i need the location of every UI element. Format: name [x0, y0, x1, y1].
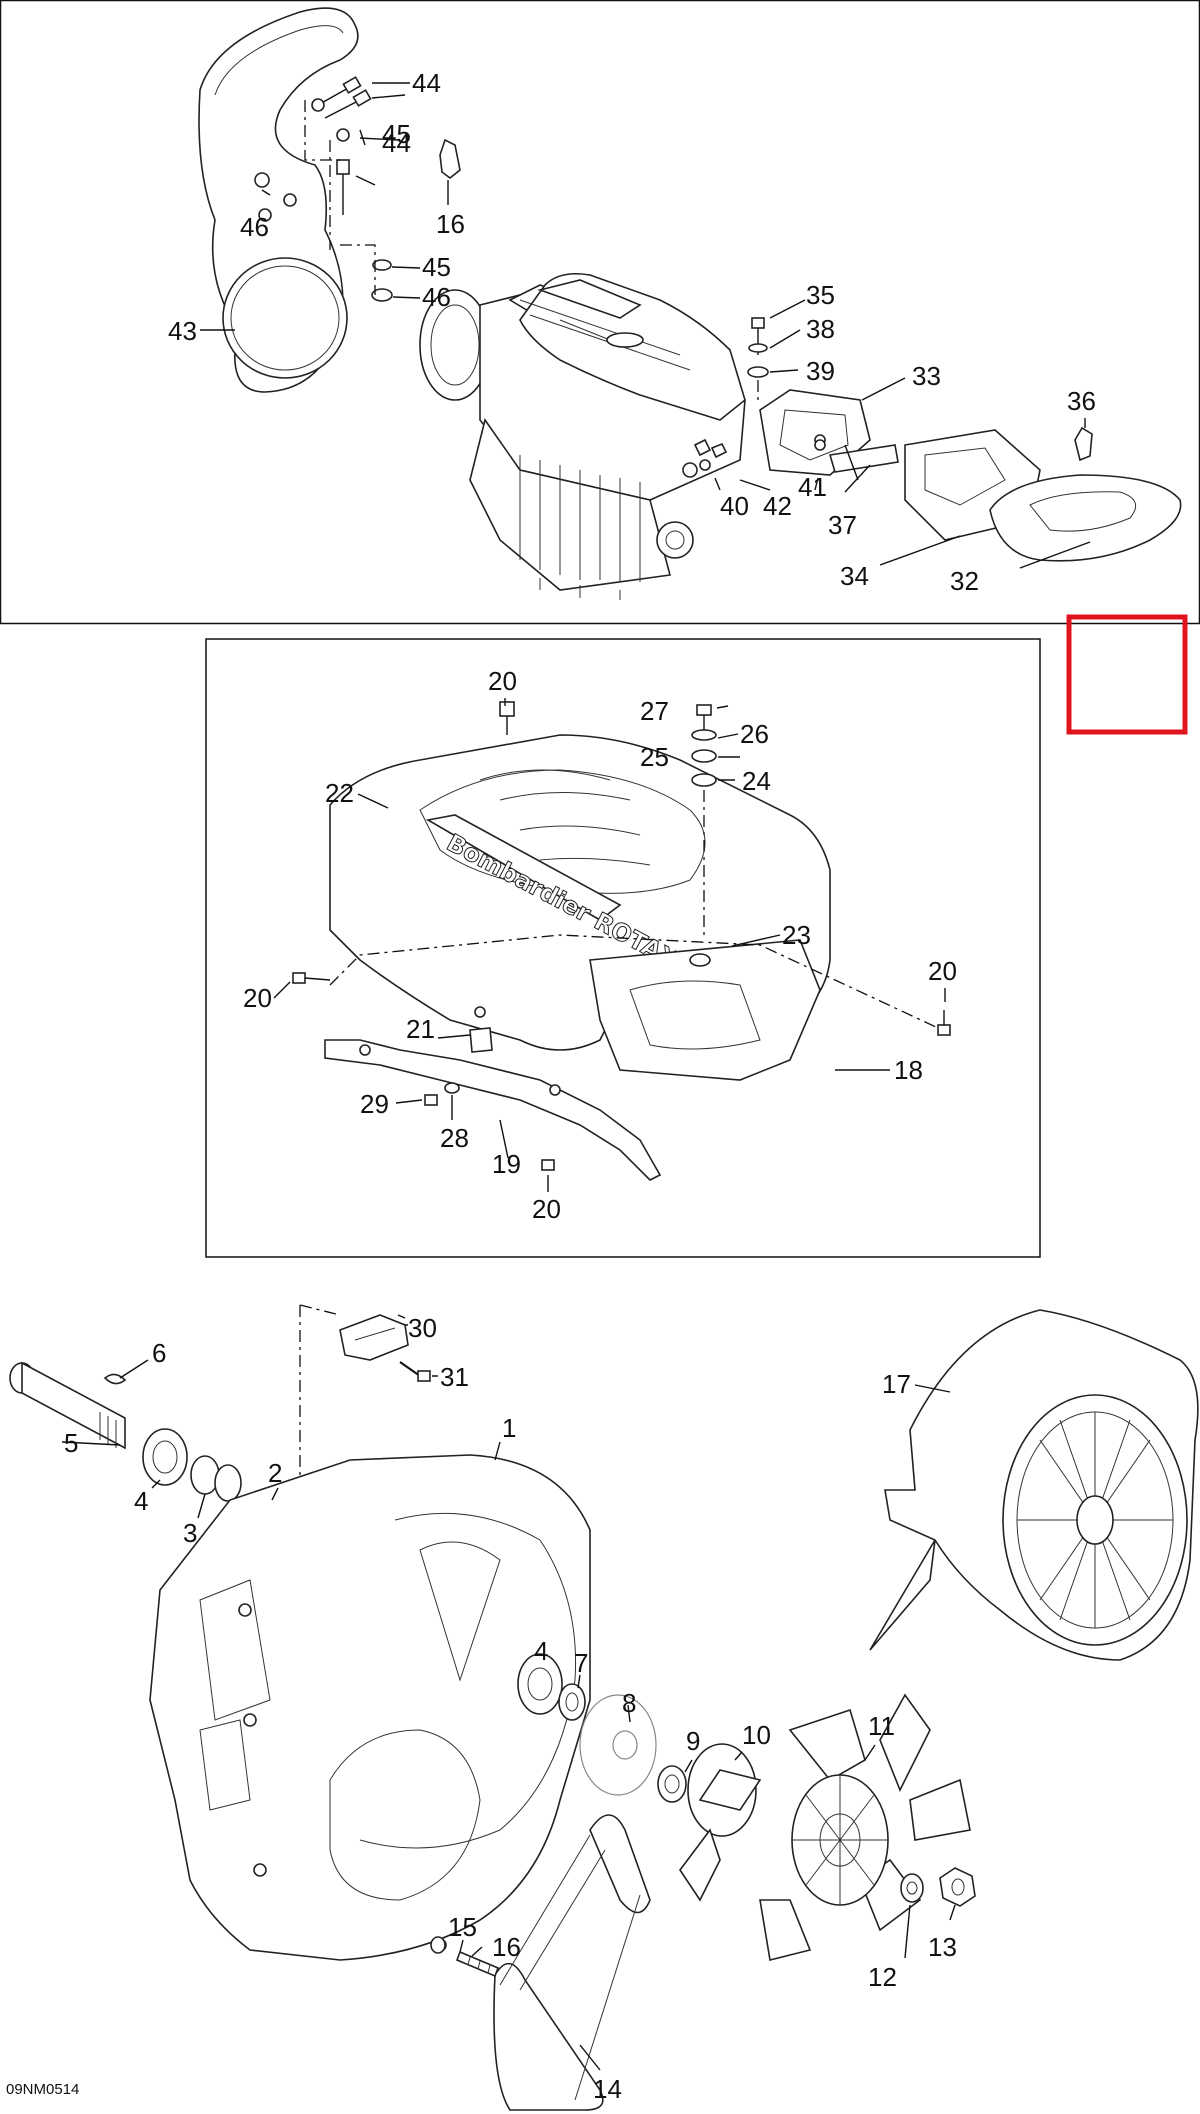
- callout-5: 5: [64, 1428, 78, 1458]
- part-37-strip: [828, 444, 899, 473]
- callout-20: 20: [243, 983, 272, 1013]
- callout-9: 9: [686, 1726, 700, 1756]
- part-19-rail: [324, 1039, 662, 1181]
- callout-24: 24: [742, 766, 771, 796]
- bottom-leader-lines: [61, 1314, 956, 2071]
- part-14-belt: [493, 1814, 651, 2111]
- top-leader-lines: [200, 82, 1091, 569]
- highlight-box: [1066, 614, 1188, 735]
- part-43-bracket: [198, 7, 359, 393]
- callout-22: 22: [325, 778, 354, 808]
- callout-43: 43: [168, 316, 197, 346]
- callout-46: 46: [422, 282, 451, 312]
- callout-2: 2: [268, 1458, 282, 1488]
- callout-19: 19: [492, 1149, 521, 1179]
- callout-14: 14: [593, 2074, 622, 2104]
- part-15-16-bolt: [430, 1936, 500, 1978]
- callout-4: 4: [134, 1486, 148, 1516]
- part-6-key: [103, 1373, 127, 1385]
- callout-12: 12: [868, 1962, 897, 1992]
- callout-17: 17: [882, 1369, 911, 1399]
- part-5-shaft: [9, 1361, 126, 1450]
- callout-44: 44: [412, 68, 441, 98]
- callout-44: 44: [382, 128, 411, 158]
- bottom-callouts: 30 31 6 5 4 3 2 1 17 4 7 8 9 10 11 12 13…: [64, 1313, 957, 2104]
- part-22-engine-cover: Bombardier ROTAX: [329, 734, 831, 1051]
- middle-leader-lines: [273, 698, 946, 1192]
- callout-32: 32: [950, 566, 979, 596]
- callout-27: 27: [640, 696, 669, 726]
- callout-11: 11: [868, 1711, 895, 1741]
- callout-16: 16: [492, 1932, 521, 1962]
- callout-34: 34: [840, 561, 869, 591]
- part-36-clip: [1074, 426, 1093, 462]
- part-17-fan-cover: [869, 1309, 1199, 1661]
- part-13-nut: [939, 1867, 976, 1907]
- part-7-spacer: [558, 1683, 586, 1721]
- callout-15: 15: [448, 1912, 477, 1942]
- callout-23: 23: [782, 920, 811, 950]
- middle-panel-frame: [205, 638, 1041, 1258]
- callout-18: 18: [894, 1055, 923, 1085]
- middle-fasteners: [292, 701, 951, 1171]
- callout-30: 30: [408, 1313, 437, 1343]
- part-30-bracket: [339, 1314, 409, 1361]
- callout-39: 39: [806, 356, 835, 386]
- callout-10: 10: [742, 1720, 771, 1750]
- callout-20: 20: [928, 956, 957, 986]
- callout-40: 40: [720, 491, 749, 521]
- part-8-washer: [579, 1694, 657, 1796]
- callout-20: 20: [532, 1194, 561, 1224]
- top-callouts: 44 44 45 45 16 46 45 46 43 35 38 39 33 3…: [168, 68, 1096, 596]
- part-11-fan: [679, 1693, 971, 1961]
- callout-41: 41: [798, 472, 827, 502]
- callout-20: 20: [488, 666, 517, 696]
- callout-25: 25: [640, 742, 669, 772]
- callout-42: 42: [763, 491, 792, 521]
- callout-33: 33: [912, 361, 941, 391]
- callout-7: 7: [574, 1648, 588, 1678]
- callout-37: 37: [828, 510, 857, 540]
- part-12-washer: [900, 1873, 924, 1903]
- callout-1: 1: [502, 1413, 516, 1443]
- part-16-clip-top: [439, 138, 461, 205]
- part-31-screw: [399, 1361, 431, 1382]
- part-32-cover: [989, 474, 1182, 562]
- part-4-bearing: [142, 1428, 188, 1486]
- callout-28: 28: [440, 1123, 469, 1153]
- callout-4: 4: [534, 1636, 548, 1666]
- fasteners-35-38-39: [747, 317, 769, 405]
- diagram-code: 09NM0514: [6, 2081, 79, 2098]
- callout-21: 21: [406, 1014, 435, 1044]
- fasteners-44-45-46: [304, 76, 393, 302]
- callout-13: 13: [928, 1932, 957, 1962]
- fasteners-40-41-42: [682, 439, 826, 478]
- engine-assembly: [419, 272, 746, 600]
- callout-38: 38: [806, 314, 835, 344]
- part-9-collar: [657, 1765, 687, 1803]
- part-1-housing: [149, 1454, 591, 1961]
- callout-8: 8: [622, 1688, 636, 1718]
- middle-callouts: 20 27 26 25 24 22 23 20 20 21 18 29 28 1…: [243, 666, 957, 1224]
- part-3-ring: [190, 1455, 242, 1502]
- part-21-bracket: [469, 1006, 493, 1053]
- callout-36: 36: [1067, 386, 1096, 416]
- callout-6: 6: [152, 1338, 166, 1368]
- callout-16: 16: [436, 209, 465, 239]
- callout-35: 35: [806, 280, 835, 310]
- part-18-shroud: [589, 939, 821, 1081]
- part-4-bearing-2: [517, 1653, 563, 1715]
- callout-26: 26: [740, 719, 769, 749]
- callout-31: 31: [440, 1362, 469, 1392]
- callout-46: 46: [240, 212, 269, 242]
- callout-3: 3: [183, 1518, 197, 1548]
- callout-45-top: 45: [382, 119, 411, 149]
- callout-29: 29: [360, 1089, 389, 1119]
- callout-45: 45: [422, 252, 451, 282]
